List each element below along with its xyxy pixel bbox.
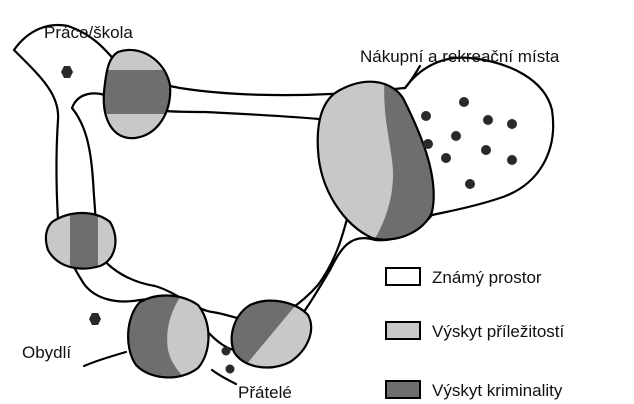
hexagon-markers — [61, 66, 101, 325]
dot — [423, 139, 433, 149]
work-crime-area — [103, 70, 171, 114]
home-crime-area — [128, 295, 200, 378]
shop-branch-line — [403, 64, 422, 90]
dot — [507, 155, 517, 165]
dot — [221, 346, 231, 356]
node-work — [102, 48, 172, 140]
node-shopping — [316, 80, 435, 241]
node-home — [127, 294, 210, 379]
legend-swatch-opportunity — [385, 321, 421, 340]
dot — [451, 131, 461, 141]
left-crime-area — [70, 213, 98, 269]
legend-label-opportunity: Výskyt příležitostí — [432, 322, 565, 341]
dot — [225, 364, 235, 374]
dot — [459, 97, 469, 107]
friends-branch-line — [210, 368, 238, 386]
label-friends: Přátelé — [238, 383, 292, 402]
label-work: Práce/škola — [44, 23, 133, 42]
hexagon-icon — [89, 313, 101, 325]
dot — [441, 153, 451, 163]
dot — [465, 179, 475, 189]
legend-swatch-known — [385, 267, 421, 286]
friends-crime-area — [231, 300, 300, 368]
target-dots — [221, 97, 517, 374]
legend-label-crime: Výskyt kriminality — [432, 381, 563, 400]
node-left — [44, 212, 117, 270]
label-home: Obydlí — [22, 343, 71, 362]
dot — [483, 115, 493, 125]
dot — [481, 145, 491, 155]
dot — [507, 119, 517, 129]
hexagon-icon — [61, 66, 73, 78]
legend-swatch-crime — [385, 380, 421, 399]
node-friends — [230, 299, 313, 369]
dot — [421, 111, 431, 121]
legend: Známý prostor Výskyt příležitostí Výskyt… — [385, 267, 565, 400]
home-branch-line — [82, 350, 128, 368]
legend-label-known: Známý prostor — [432, 268, 542, 287]
label-shopping: Nákupní a rekreační místa — [360, 47, 560, 66]
